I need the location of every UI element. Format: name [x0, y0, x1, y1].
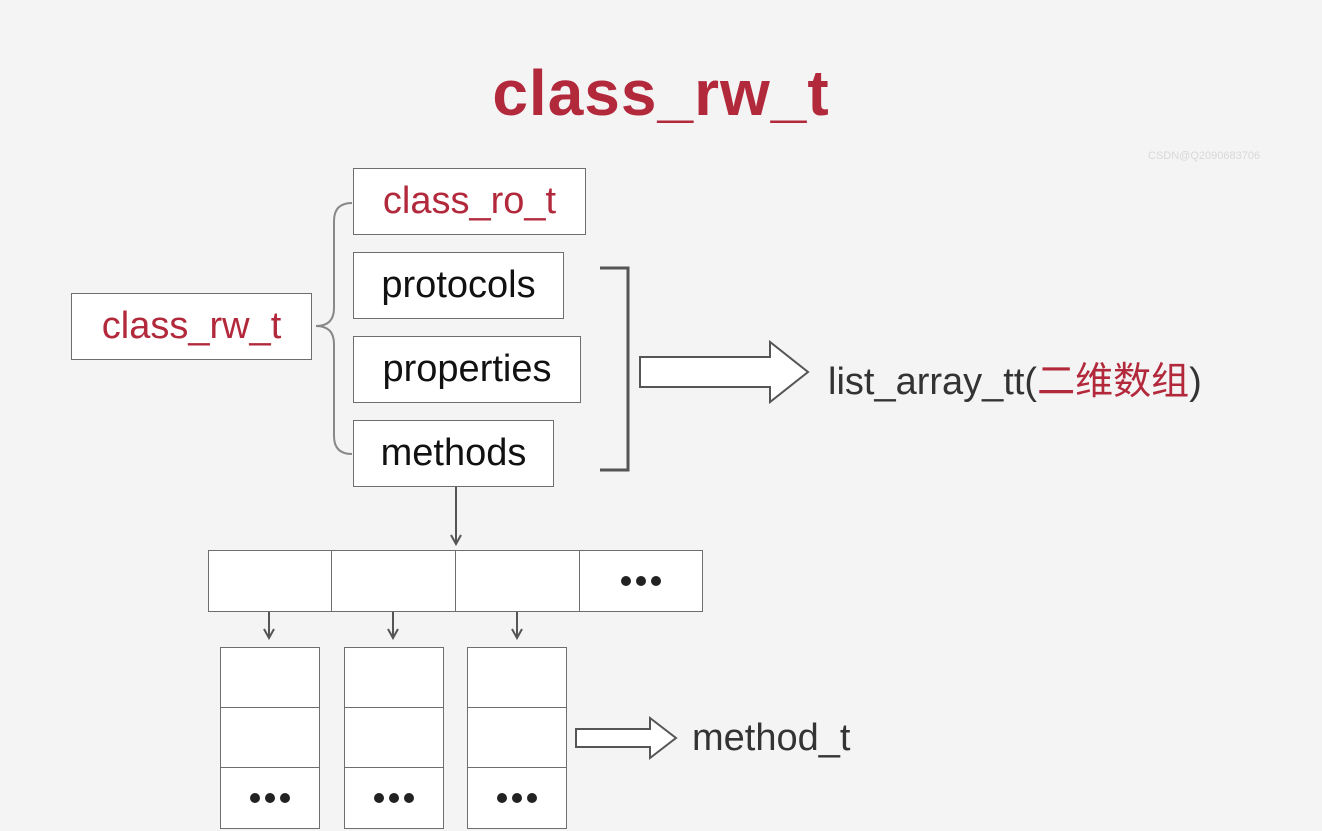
inner-array-3-cell-1 — [467, 647, 567, 709]
list-array-cjk: 二维数组 — [1037, 359, 1190, 403]
inner-array-1-cell-2 — [220, 707, 320, 769]
inner-array-1-ellipsis — [220, 767, 320, 829]
page-title: class_rw_t — [492, 57, 830, 129]
class-rw-t-box: class_rw_t — [71, 293, 312, 360]
inner-array-1-cell-1 — [220, 647, 320, 709]
list-array-prefix: list_array_tt( — [828, 361, 1038, 403]
hollow-arrow-method-t — [575, 715, 678, 761]
properties-box: properties — [353, 336, 581, 403]
protocols-box: protocols — [353, 252, 564, 319]
inner-array-3-ellipsis — [467, 767, 567, 829]
outer-array-cell-1 — [208, 550, 333, 612]
outer-array-ellipsis — [579, 550, 703, 612]
left-brace — [315, 202, 353, 455]
watermark: CSDN@Q2090683706 — [1148, 150, 1261, 162]
inner-array-2-cell-1 — [344, 647, 444, 709]
methods-box: methods — [353, 420, 554, 487]
inner-array-2-cell-2 — [344, 707, 444, 769]
hollow-arrow-list-array — [639, 339, 810, 405]
outer-array-cell-2 — [331, 550, 457, 612]
method-t-label: method_t — [692, 717, 851, 759]
outer-array-cell-3 — [455, 550, 581, 612]
list-array-tt-label: list_array_tt(二维数组) — [828, 350, 1202, 405]
right-bracket — [600, 266, 630, 472]
inner-array-3-cell-2 — [467, 707, 567, 769]
class-ro-t-box: class_ro_t — [353, 168, 586, 235]
list-array-suffix: ) — [1189, 361, 1202, 403]
inner-array-2-ellipsis — [344, 767, 444, 829]
